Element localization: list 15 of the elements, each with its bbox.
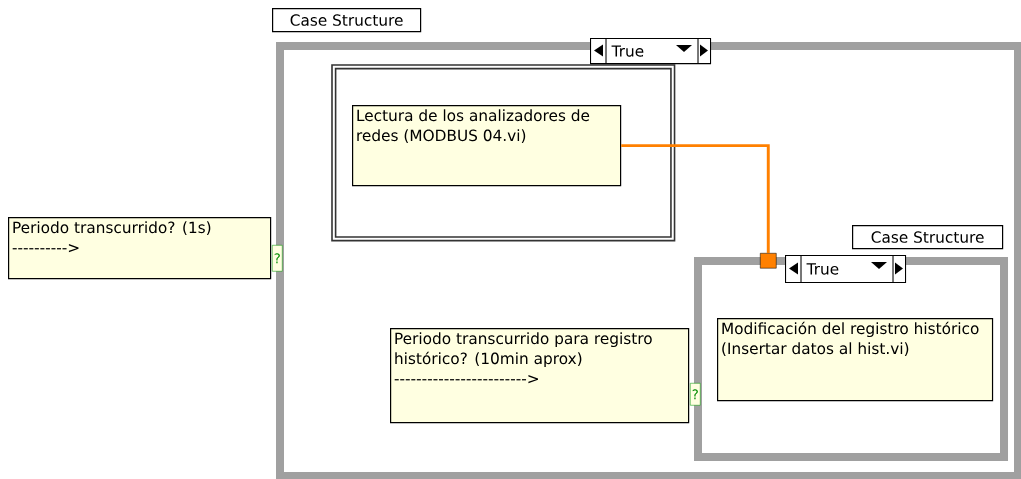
- selector-terminal: ?: [272, 245, 283, 272]
- sequence-frame: [331, 64, 676, 242]
- case-selector: True: [590, 37, 712, 65]
- comment-box: Modificación del registro histórico (Insertar datos al hist.vi): [717, 318, 994, 402]
- wire: [621, 144, 770, 253]
- structure-label: Case Structure: [852, 225, 1004, 250]
- case-structure-frame: [276, 42, 1021, 479]
- structure-label: Case Structure: [272, 8, 422, 33]
- comment-box: Periodo transcurrido para registro histórico? (10min aprox) ------------------------>: [390, 328, 690, 424]
- case-selector: True: [785, 254, 907, 283]
- comment-box: Periodo transcurrido? (1s) ---------->: [8, 217, 272, 280]
- selector-terminal: ?: [690, 383, 701, 406]
- tunnel: [760, 253, 777, 269]
- case-structure-frame: [694, 257, 1008, 461]
- comment-box: Lectura de los analizadores de redes (MODBUS 04.vi): [352, 105, 622, 187]
